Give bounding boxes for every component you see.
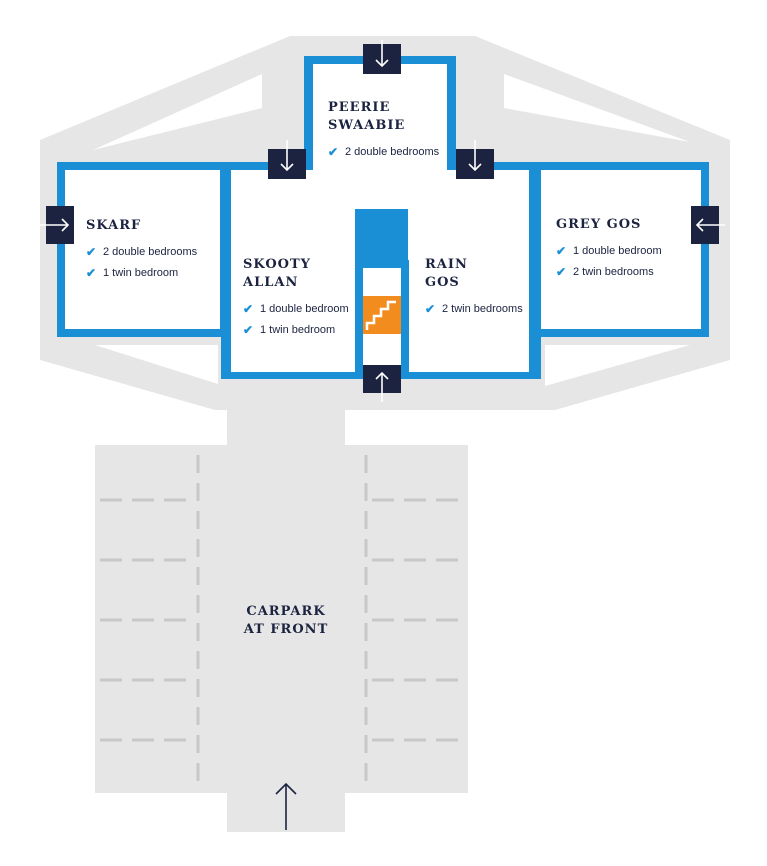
unit-name-line: GOS xyxy=(425,275,460,290)
room-grey-gos[interactable] xyxy=(541,170,701,329)
feature-text: 1 double bedroom xyxy=(260,303,349,315)
unit-skarf: SKARF ✔ 2 double bedrooms ✔ 1 twin bedroom xyxy=(86,217,197,287)
feature-text: 2 twin bedrooms xyxy=(573,266,654,278)
feature-text: 2 double bedrooms xyxy=(103,246,198,258)
unit-rain-gos: RAIN GOS ✔ 2 twin bedrooms xyxy=(425,256,523,323)
inner-courtyard-left xyxy=(93,74,262,150)
check-icon: ✔ xyxy=(556,265,567,279)
unit-name-line: SKOOTY xyxy=(243,257,311,272)
unit-name-line: SKARF xyxy=(86,218,142,233)
carpark-label-line: AT FRONT xyxy=(243,622,329,637)
unit-name: RAIN GOS xyxy=(425,256,523,292)
check-icon: ✔ xyxy=(556,244,567,258)
door-arrow-icon[interactable] xyxy=(40,206,74,244)
unit-skooty-allan: SKOOTY ALLAN ✔ 1 double bedroom ✔ 1 twin b… xyxy=(243,256,349,344)
feature-item: ✔ 2 double bedrooms xyxy=(86,245,197,259)
feature-item: ✔ 2 double bedrooms xyxy=(328,145,439,159)
carpark-label-line: CARPARK xyxy=(246,604,326,619)
driveway-connector xyxy=(227,400,345,450)
unit-name: GREY GOS xyxy=(556,216,662,234)
unit-name-line: ALLAN xyxy=(243,275,299,290)
feature-item: ✔ 1 twin bedroom xyxy=(243,323,349,337)
parking-bays xyxy=(100,455,465,790)
unit-name-line: PEERIE xyxy=(328,100,391,115)
check-icon: ✔ xyxy=(86,245,97,259)
check-icon: ✔ xyxy=(328,145,339,159)
unit-name-line: SWAABIE xyxy=(328,118,406,133)
door-arrow-icon[interactable] xyxy=(268,140,306,179)
inner-courtyard-bottom-left xyxy=(95,345,218,384)
corridor-connector xyxy=(376,209,386,261)
door-arrow-icon[interactable] xyxy=(456,140,494,179)
door-arrow-icon[interactable] xyxy=(363,40,401,74)
feature-text: 2 double bedrooms xyxy=(345,146,440,158)
feature-text: 2 twin bedrooms xyxy=(442,303,523,315)
check-icon: ✔ xyxy=(243,323,254,337)
unit-name: SKOOTY ALLAN xyxy=(243,256,349,292)
feature-item: ✔ 1 twin bedroom xyxy=(86,266,197,280)
unit-peerie-swaabie: PEERIE SWAABIE ✔ 2 double bedrooms xyxy=(328,99,439,166)
room-rain-gos[interactable] xyxy=(408,170,529,372)
entrance-arrow-icon xyxy=(275,782,297,830)
unit-name: SKARF xyxy=(86,217,197,235)
feature-text: 1 twin bedroom xyxy=(260,324,336,336)
unit-name: PEERIE SWAABIE xyxy=(328,99,439,135)
feature-text: 1 double bedroom xyxy=(573,245,662,257)
room-skarf[interactable] xyxy=(65,170,220,329)
check-icon: ✔ xyxy=(243,302,254,316)
feature-item: ✔ 1 double bedroom xyxy=(556,244,662,258)
feature-text: 1 twin bedroom xyxy=(103,267,179,279)
unit-grey-gos: GREY GOS ✔ 1 double bedroom ✔ 2 twin bedro… xyxy=(556,216,662,286)
unit-name-line: GREY GOS xyxy=(556,217,642,232)
feature-item: ✔ 2 twin bedrooms xyxy=(425,302,523,316)
door-arrow-icon[interactable] xyxy=(363,365,401,402)
stairs-icon xyxy=(363,296,401,334)
feature-item: ✔ 1 double bedroom xyxy=(243,302,349,316)
feature-item: ✔ 2 twin bedrooms xyxy=(556,265,662,279)
check-icon: ✔ xyxy=(425,302,436,316)
door-arrow-icon[interactable] xyxy=(691,206,725,244)
inner-courtyard-bottom-right xyxy=(545,345,690,386)
inner-courtyard-right xyxy=(504,74,690,142)
carpark-label: CARPARK AT FRONT xyxy=(215,603,357,639)
check-icon: ✔ xyxy=(86,266,97,280)
unit-name-line: RAIN xyxy=(425,257,468,272)
